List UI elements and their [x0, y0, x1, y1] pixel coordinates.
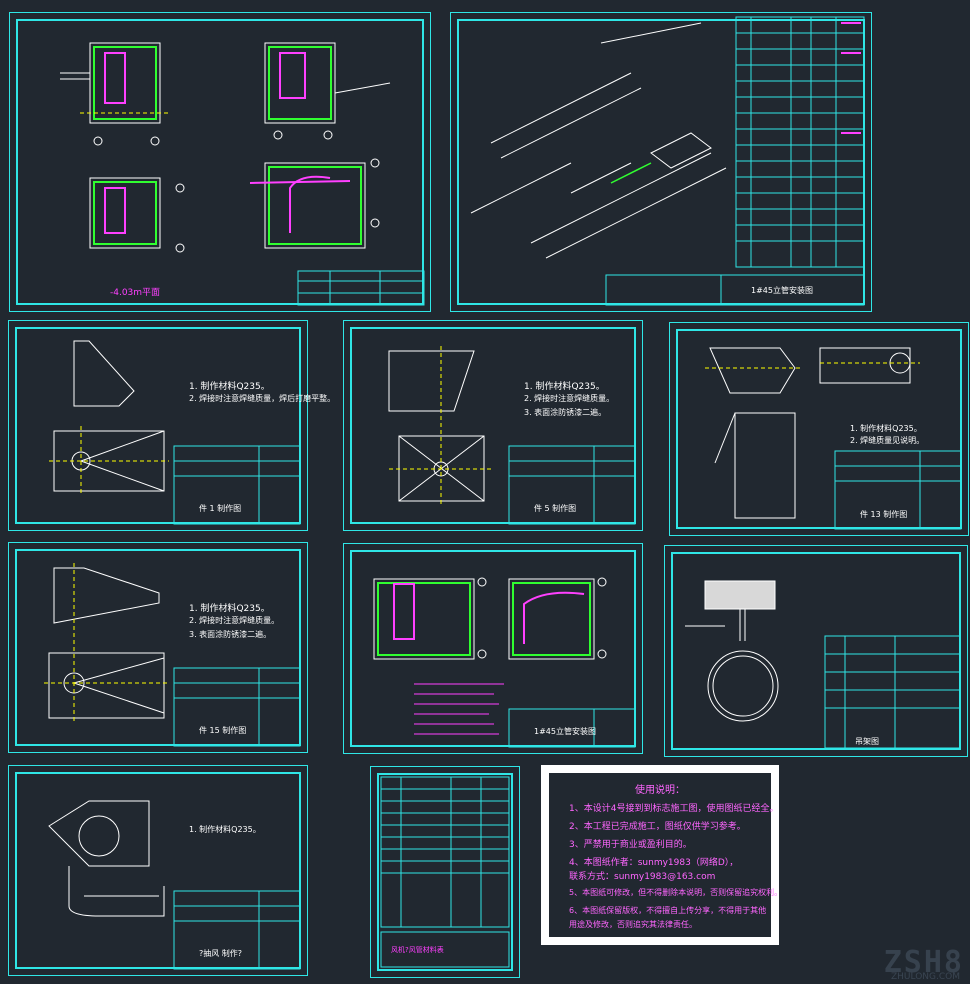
material-table-drawing	[380, 776, 510, 968]
fan-title: ?抽风 制作?	[199, 949, 243, 958]
part-13-note-1: 1. 制作材料Q235。	[850, 424, 922, 433]
watermark-logo: ZSH8	[883, 945, 964, 980]
part-1-drawing	[49, 340, 301, 525]
drawing-sheet-install: 1#45立管安装图	[343, 543, 643, 754]
drawing-sheet-part-13: 1. 制作材料Q235。 2. 焊缝质量见说明。 件 13 制作图	[669, 322, 969, 536]
material-table-subtitle: 风机?风管材料表	[391, 946, 444, 954]
part-15-drawing	[44, 563, 301, 747]
usage-line-4: 4、本图纸作者：sunmy1983（网络D），	[569, 858, 739, 868]
install-drawing	[373, 577, 636, 748]
sheet-1-figure-label: -4.03m平面	[110, 288, 161, 298]
hanger-title: 吊架图	[855, 737, 879, 746]
part-1-note-1: 1. 制作材料Q235。	[189, 382, 270, 392]
drawing-sheet-part-1: 1. 制作材料Q235。 2. 焊接时注意焊缝质量，焊后打磨平整。 件 1 制作…	[8, 320, 335, 531]
watermark-site: ZHULONG.COM	[891, 972, 960, 982]
usage-line-6: 5、本图纸可修改，但不得删除本说明，否则保留追究权利。	[569, 888, 783, 897]
drawing-sheet-fan: 1. 制作材料Q235。 ?抽风 制作?	[8, 765, 308, 976]
install-title: 1#45立管安装图	[534, 727, 596, 736]
part-5-note-3: 3. 表面涂防锈漆二遍。	[524, 408, 607, 417]
part-5-note-2: 2. 焊接时注意焊缝质量。	[524, 394, 615, 403]
drawing-sheet-part-15: 1. 制作材料Q235。 2. 焊接时注意焊缝质量。 3. 表面涂防锈漆二遍。 …	[8, 542, 308, 753]
part-15-note-1: 1. 制作材料Q235。	[189, 604, 270, 614]
drawing-sheet-material-table: 风机?风管材料表	[370, 766, 520, 978]
part-15-title: 件 15 制作图	[199, 726, 247, 735]
drawing-sheet-hanger: 吊架图	[664, 545, 968, 757]
usage-line-1: 1、本设计4号接到到标志施工图，使用图纸已经全。	[569, 804, 779, 814]
usage-notice-title: 使用说明：	[635, 785, 685, 796]
usage-notice-panel: 使用说明： 1、本设计4号接到到标志施工图，使用图纸已经全。 2、本工程已完成施…	[549, 773, 782, 937]
hanger-drawing	[685, 580, 961, 749]
part-1-title: 件 1 制作图	[199, 504, 242, 513]
usage-line-5: 联系方式：sunmy1983@163.com	[569, 872, 716, 882]
part-5-note-1: 1. 制作材料Q235。	[524, 382, 605, 392]
part-5-drawing	[388, 346, 636, 525]
drawing-sheet-2: 1#45立管安装图	[450, 12, 872, 312]
fan-drawing	[48, 800, 301, 970]
sheet-1-drawing	[60, 42, 391, 253]
part-13-drawing	[705, 347, 962, 530]
sheet-2-title: 1#45立管安装图	[751, 286, 813, 295]
part-13-title: 件 13 制作图	[860, 510, 908, 519]
drawing-sheet-part-5: 1. 制作材料Q235。 2. 焊接时注意焊缝质量。 3. 表面涂防锈漆二遍。 …	[343, 320, 643, 531]
usage-notice: 使用说明： 1、本设计4号接到到标志施工图，使用图纸已经全。 2、本工程已完成施…	[541, 765, 782, 945]
part-5-title: 件 5 制作图	[534, 504, 577, 513]
fan-note-1: 1. 制作材料Q235。	[189, 825, 261, 834]
usage-line-7: 6、本图纸保留版权，不得擅自上传分享，不得用于其他	[569, 906, 767, 915]
usage-line-8: 用途及修改，否则追究其法律责任。	[569, 920, 697, 929]
usage-line-3: 3、严禁用于商业或盈利目的。	[569, 840, 692, 850]
sheet-2-drawing	[470, 16, 865, 306]
part-1-note-2: 2. 焊接时注意焊缝质量，焊后打磨平整。	[189, 394, 336, 403]
drawing-sheet-1: -4.03m平面	[9, 12, 431, 312]
part-15-note-2: 2. 焊接时注意焊缝质量。	[189, 616, 280, 625]
usage-line-2: 2、本工程已完成施工，图纸仅供学习参考。	[569, 822, 746, 832]
part-13-note-2: 2. 焊缝质量见说明。	[850, 436, 925, 445]
part-15-note-3: 3. 表面涂防锈漆二遍。	[189, 630, 272, 639]
